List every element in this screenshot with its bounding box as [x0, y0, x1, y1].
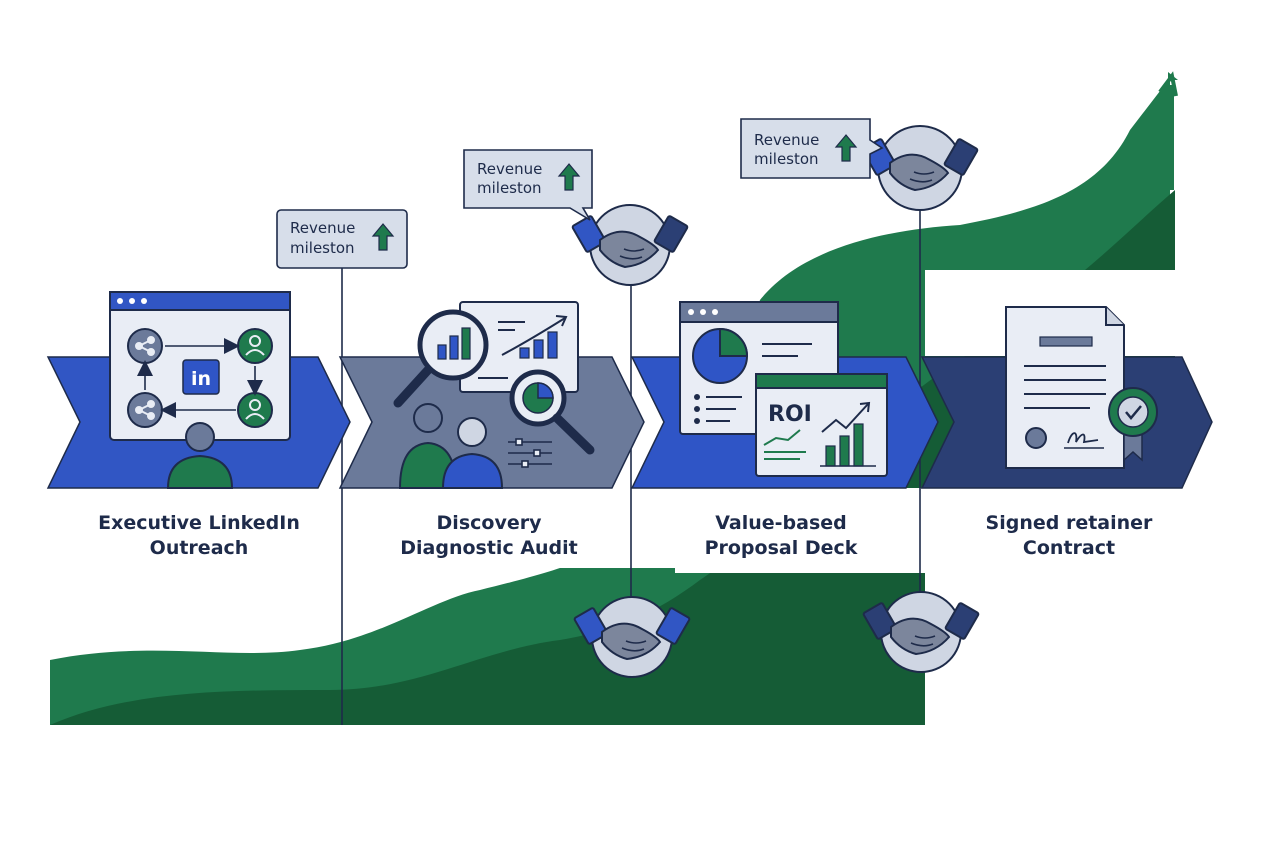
wave-arrow-head: [1158, 71, 1178, 97]
stage-label-linkedin-2: Outreach: [150, 537, 249, 559]
stage-label-contract-1: Signed retainer: [986, 512, 1154, 534]
callout-line1: Revenue: [477, 160, 542, 178]
share-icon: [127, 392, 163, 428]
linkedin-logo-icon: [182, 359, 220, 395]
up-arrow-icon: [557, 163, 581, 191]
growth-wave-front: [50, 190, 1175, 725]
person-head: [457, 417, 487, 447]
window-dot-icon: [117, 298, 123, 304]
linkedin-illustration: in: [109, 291, 291, 489]
seal-icon: [1025, 427, 1047, 449]
callout-line2: mileston: [477, 179, 542, 197]
browser-bar: [109, 291, 291, 311]
stage-labels: Executive LinkedIn Outreach Discovery Di…: [98, 512, 1153, 559]
share-icon: [127, 328, 163, 364]
contract-document: [1005, 306, 1125, 469]
stage-label-contract-2: Contract: [1023, 537, 1115, 559]
callout-line1: Revenue: [754, 131, 819, 149]
up-arrow-icon: [834, 134, 858, 162]
stage-label-discovery-2: Diagnostic Audit: [400, 537, 578, 559]
handshake-icon: [571, 204, 689, 286]
label-mask-2: [675, 488, 925, 573]
callout-line1: Revenue: [290, 219, 355, 237]
callout-line2: mileston: [290, 239, 355, 257]
callout-line2: mileston: [754, 150, 819, 168]
stage-label-discovery-1: Discovery: [437, 512, 543, 534]
person-head: [413, 403, 443, 433]
signature: [1067, 432, 1099, 444]
handshake-icon: [573, 596, 691, 678]
up-arrow-icon: [371, 223, 395, 251]
discovery-illustration: [393, 301, 595, 489]
stage-label-proposal-1: Value-based: [715, 512, 847, 534]
label-mask-1: [50, 488, 675, 568]
handshake-icon: [862, 591, 980, 673]
person-body: [441, 452, 504, 489]
callout-3: Revenue mileston: [740, 118, 884, 179]
window-dot-icon: [129, 298, 135, 304]
linkedin-logo-text: in: [191, 368, 211, 390]
window-dot-icon: [141, 298, 147, 304]
callout-2: Revenue mileston: [463, 149, 593, 221]
person-body: [166, 454, 234, 489]
growth-wave: [50, 71, 1185, 728]
contract-illustration: [1005, 306, 1158, 469]
callout-1: Revenue mileston: [276, 209, 408, 269]
stage-label-proposal-2: Proposal Deck: [705, 537, 858, 559]
handshakes: [571, 125, 980, 678]
handshake-icon: [861, 125, 979, 211]
proposal-illustration: ROI: [679, 301, 888, 477]
stage-label-linkedin-1: Executive LinkedIn: [98, 512, 300, 534]
roi-label: ROI: [768, 402, 812, 427]
person-head: [185, 422, 215, 452]
sliders-icon: [508, 438, 552, 468]
